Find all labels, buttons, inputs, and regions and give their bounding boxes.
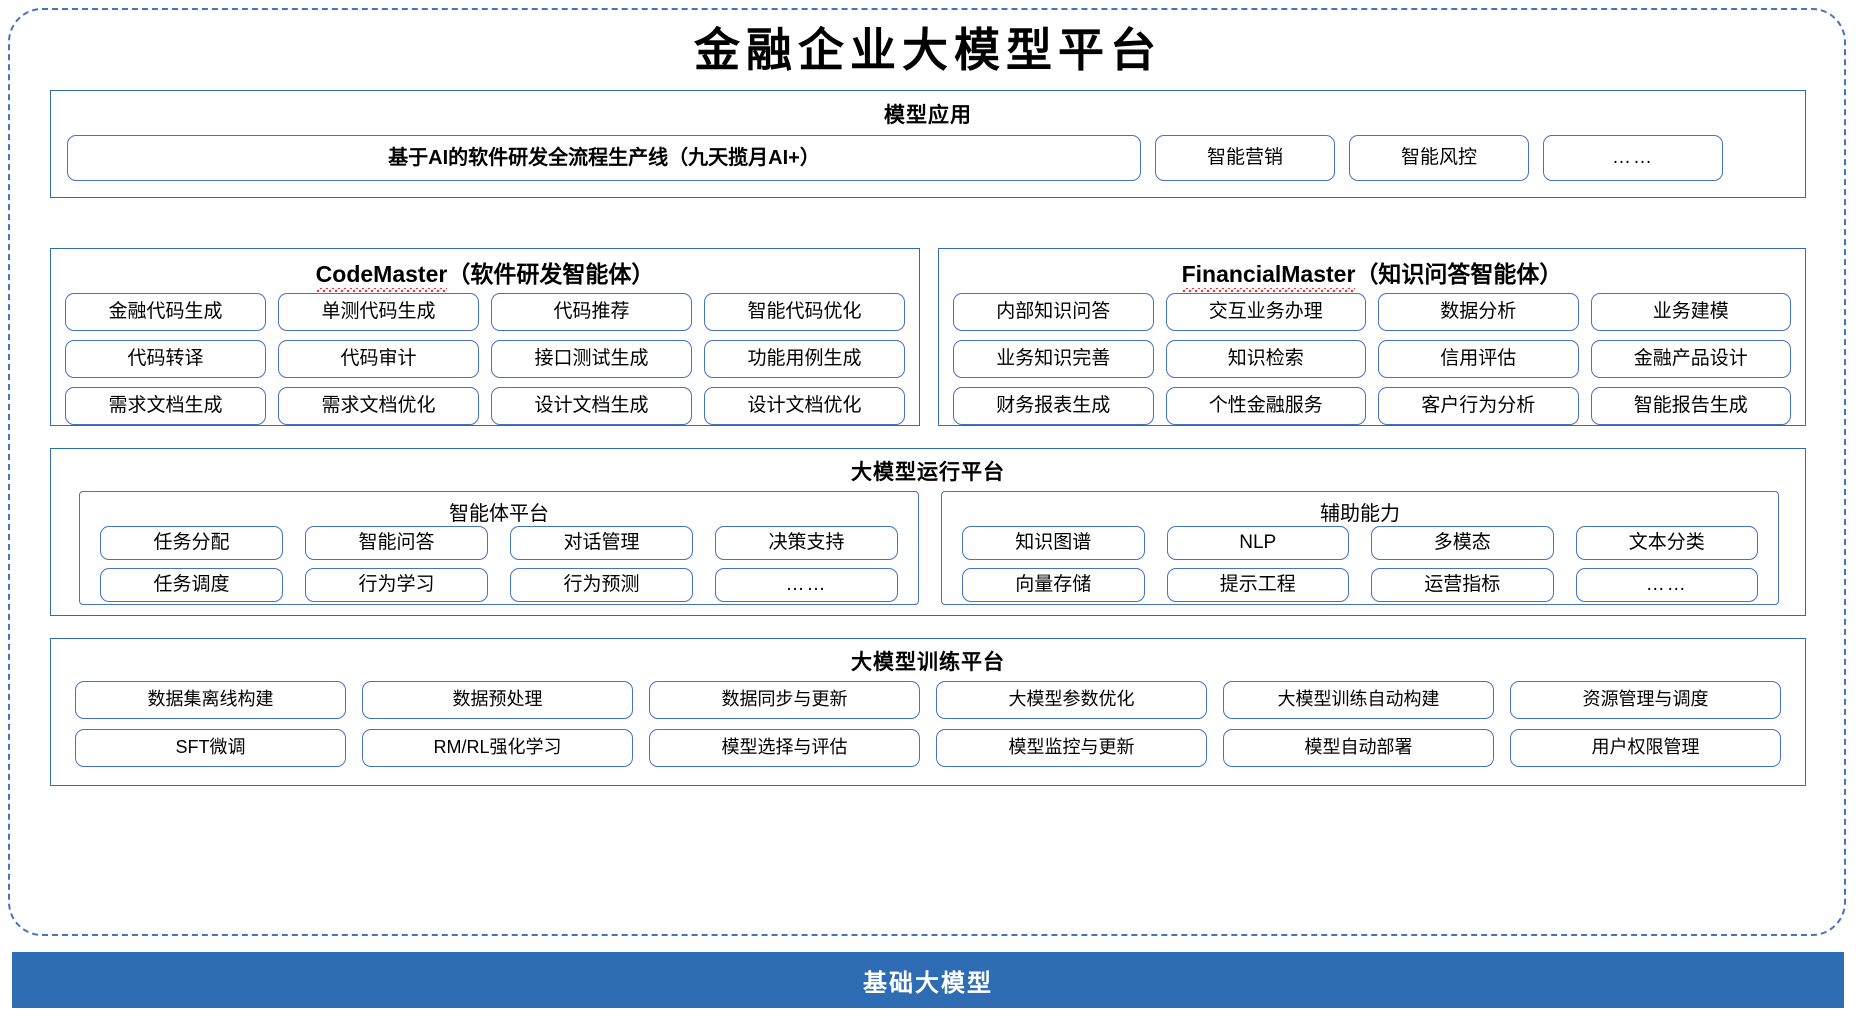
subpanel-title-auxiliary-capability: 辅助能力: [1320, 503, 1400, 525]
codemaster-item-grid: 金融代码生成 单测代码生成 代码推荐 智能代码优化 代码转译 代码审计 接口测试…: [65, 293, 905, 425]
agent-platform-item-grid: 任务分配 智能问答 对话管理 决策支持 任务调度 行为学习 行为预测 ……: [100, 526, 898, 602]
chip-financialmaster-4[interactable]: 业务建模: [1590, 293, 1791, 331]
panel-title-runtime-platform: 大模型运行平台: [851, 461, 1005, 484]
chip-auxiliary-7[interactable]: 运营指标: [1371, 568, 1554, 602]
chip-codemaster-7[interactable]: 接口测试生成: [491, 340, 692, 378]
panel-financialmaster: FinancialMaster（知识问答智能体） 内部知识问答 交互业务办理 数…: [938, 248, 1806, 426]
chip-training-3[interactable]: 数据同步与更新: [649, 681, 920, 719]
chip-financialmaster-7[interactable]: 信用评估: [1378, 340, 1579, 378]
auxiliary-item-grid: 知识图谱 NLP 多模态 文本分类 向量存储 提示工程 运营指标 ……: [962, 526, 1758, 602]
chip-codemaster-8[interactable]: 功能用例生成: [704, 340, 905, 378]
chip-agent-platform-2[interactable]: 智能问答: [305, 526, 488, 560]
chip-agent-platform-1[interactable]: 任务分配: [100, 526, 283, 560]
chip-codemaster-4[interactable]: 智能代码优化: [704, 293, 905, 331]
subpanel-agent-platform: 智能体平台 任务分配 智能问答 对话管理 决策支持 任务调度 行为学习 行为预测…: [79, 491, 919, 605]
chip-financialmaster-3[interactable]: 数据分析: [1378, 293, 1579, 331]
codemaster-name: CodeMaster: [315, 261, 447, 292]
chip-financialmaster-1[interactable]: 内部知识问答: [953, 293, 1154, 331]
chip-training-5[interactable]: 大模型训练自动构建: [1223, 681, 1494, 719]
financialmaster-name: FinancialMaster: [1181, 261, 1355, 292]
chip-smart-marketing[interactable]: 智能营销: [1155, 135, 1335, 181]
panel-model-application: 模型应用 基于AI的软件研发全流程生产线（九天揽月AI+） 智能营销 智能风控 …: [50, 90, 1806, 198]
chip-training-7[interactable]: SFT微调: [75, 729, 346, 767]
chip-codemaster-3[interactable]: 代码推荐: [491, 293, 692, 331]
base-model-bar: 基础大模型: [12, 952, 1844, 1008]
chip-agent-platform-4[interactable]: 决策支持: [715, 526, 898, 560]
chip-financialmaster-6[interactable]: 知识检索: [1165, 340, 1366, 378]
chip-training-6[interactable]: 资源管理与调度: [1510, 681, 1781, 719]
chip-training-4[interactable]: 大模型参数优化: [936, 681, 1207, 719]
chip-codemaster-2[interactable]: 单测代码生成: [278, 293, 479, 331]
chip-more-ellipsis[interactable]: ……: [1543, 135, 1723, 181]
chip-financialmaster-2[interactable]: 交互业务办理: [1165, 293, 1366, 331]
chip-auxiliary-more[interactable]: ……: [1575, 568, 1758, 602]
chip-financialmaster-8[interactable]: 金融产品设计: [1590, 340, 1791, 378]
training-platform-item-grid: 数据集离线构建 数据预处理 数据同步与更新 大模型参数优化 大模型训练自动构建 …: [75, 681, 1781, 767]
chip-codemaster-5[interactable]: 代码转译: [65, 340, 266, 378]
chip-agent-platform-3[interactable]: 对话管理: [510, 526, 693, 560]
chip-auxiliary-5[interactable]: 向量存储: [962, 568, 1145, 602]
panel-codemaster: CodeMaster（软件研发智能体） 金融代码生成 单测代码生成 代码推荐 智…: [50, 248, 920, 426]
panel-runtime-platform: 大模型运行平台 智能体平台 任务分配 智能问答 对话管理 决策支持 任务调度 行…: [50, 448, 1806, 616]
chip-ai-pipeline[interactable]: 基于AI的软件研发全流程生产线（九天揽月AI+）: [67, 135, 1141, 181]
chip-auxiliary-6[interactable]: 提示工程: [1166, 568, 1349, 602]
chip-training-10[interactable]: 模型监控与更新: [936, 729, 1207, 767]
chip-training-11[interactable]: 模型自动部署: [1223, 729, 1494, 767]
codemaster-suffix: （软件研发智能体）: [447, 261, 655, 287]
chip-financialmaster-11[interactable]: 客户行为分析: [1378, 387, 1579, 425]
subpanel-title-agent-platform: 智能体平台: [449, 503, 549, 525]
chip-agent-platform-5[interactable]: 任务调度: [100, 568, 283, 602]
chip-auxiliary-1[interactable]: 知识图谱: [962, 526, 1145, 560]
panel-title-training-platform: 大模型训练平台: [851, 651, 1005, 674]
chip-training-8[interactable]: RM/RL强化学习: [362, 729, 633, 767]
chip-training-1[interactable]: 数据集离线构建: [75, 681, 346, 719]
chip-codemaster-11[interactable]: 设计文档生成: [491, 387, 692, 425]
chip-agent-platform-7[interactable]: 行为预测: [510, 568, 693, 602]
chip-training-9[interactable]: 模型选择与评估: [649, 729, 920, 767]
financialmaster-item-grid: 内部知识问答 交互业务办理 数据分析 业务建模 业务知识完善 知识检索 信用评估…: [953, 293, 1791, 425]
financialmaster-suffix: （知识问答智能体）: [1355, 261, 1563, 287]
chip-financialmaster-9[interactable]: 财务报表生成: [953, 387, 1154, 425]
chip-financialmaster-10[interactable]: 个性金融服务: [1165, 387, 1366, 425]
chip-codemaster-12[interactable]: 设计文档优化: [704, 387, 905, 425]
chip-agent-platform-more[interactable]: ……: [715, 568, 898, 602]
diagram-outer-frame: [8, 8, 1846, 936]
panel-title-codemaster: CodeMaster（软件研发智能体）: [51, 255, 919, 292]
chip-codemaster-1[interactable]: 金融代码生成: [65, 293, 266, 331]
chip-codemaster-10[interactable]: 需求文档优化: [278, 387, 479, 425]
chip-financialmaster-5[interactable]: 业务知识完善: [953, 340, 1154, 378]
chip-auxiliary-2[interactable]: NLP: [1166, 526, 1349, 560]
panel-title-model-application: 模型应用: [884, 104, 972, 127]
panel-title-financialmaster: FinancialMaster（知识问答智能体）: [939, 255, 1805, 292]
panel-training-platform: 大模型训练平台 数据集离线构建 数据预处理 数据同步与更新 大模型参数优化 大模…: [50, 638, 1806, 786]
chip-agent-platform-6[interactable]: 行为学习: [305, 568, 488, 602]
chip-codemaster-9[interactable]: 需求文档生成: [65, 387, 266, 425]
model-application-item-row: 基于AI的软件研发全流程生产线（九天揽月AI+） 智能营销 智能风控 ……: [67, 135, 1789, 181]
chip-training-12[interactable]: 用户权限管理: [1510, 729, 1781, 767]
page-title: 金融企业大模型平台: [694, 25, 1162, 76]
chip-smart-risk-control[interactable]: 智能风控: [1349, 135, 1529, 181]
chip-codemaster-6[interactable]: 代码审计: [278, 340, 479, 378]
chip-auxiliary-3[interactable]: 多模态: [1371, 526, 1554, 560]
chip-financialmaster-12[interactable]: 智能报告生成: [1590, 387, 1791, 425]
chip-auxiliary-4[interactable]: 文本分类: [1575, 526, 1758, 560]
chip-training-2[interactable]: 数据预处理: [362, 681, 633, 719]
subpanel-auxiliary-capability: 辅助能力 知识图谱 NLP 多模态 文本分类 向量存储 提示工程 运营指标 ……: [941, 491, 1779, 605]
